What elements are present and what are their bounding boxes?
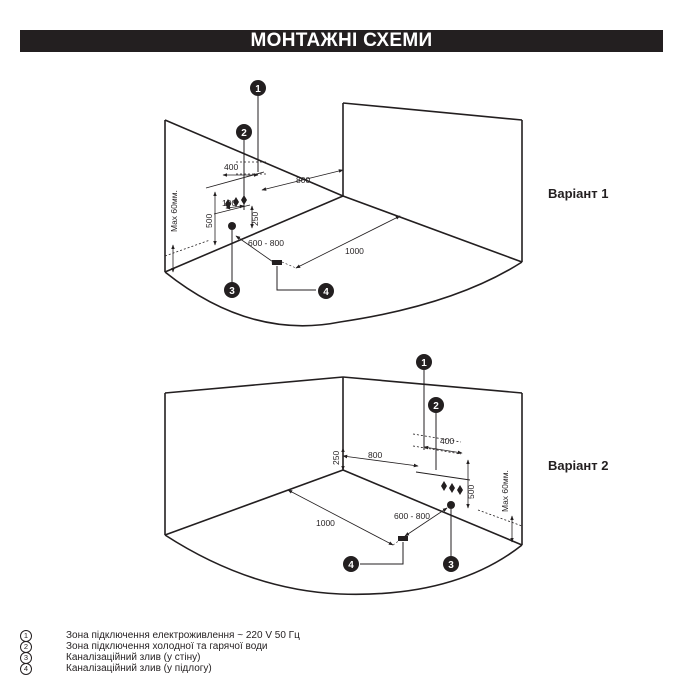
legend-item: 2 Зона підключення холодної та гарячої в… <box>20 640 300 653</box>
legend-text: Зона підключення холодної та гарячої вод… <box>66 641 268 652</box>
variant-1-walls <box>164 102 523 327</box>
v2-marker-3: 3 <box>443 556 459 572</box>
variant-2-diagram <box>164 370 523 596</box>
v2-dim-250: 250 <box>331 451 341 465</box>
svg-text:4: 4 <box>323 287 329 298</box>
legend-mark: 3 <box>20 651 32 664</box>
v1-dim-400: 400 <box>224 162 238 172</box>
page-title: МОНТАЖНІ СХЕМИ <box>250 30 433 51</box>
v1-dim-1000: 1000 <box>345 246 364 256</box>
v1-marker-4: 4 <box>318 283 334 299</box>
variant-2-label: Варіант 2 <box>548 458 609 473</box>
variant-1-label: Варіант 1 <box>548 186 609 201</box>
legend-mark: 1 <box>20 629 32 642</box>
svg-text:3: 3 <box>448 560 454 571</box>
svg-text:2: 2 <box>241 128 247 139</box>
legend-text: Каналізаційний злив (у стіну) <box>66 652 201 663</box>
v2-marker-1: 1 <box>416 354 432 370</box>
v1-dim-600-800: 600 - 800 <box>248 238 284 248</box>
v2-marker-2: 2 <box>428 397 444 413</box>
v1-marker-1: 1 <box>250 80 266 96</box>
v1-max-60: Max 60мм. <box>169 190 179 232</box>
v1-dim-800: 800 <box>296 175 310 185</box>
svg-text:1: 1 <box>255 84 261 95</box>
v1-marker-2: 2 <box>236 124 252 140</box>
v2-max-60: Max 60мм. <box>500 470 510 512</box>
legend-text: Зона підключення електроживлення ~ 220 V… <box>66 630 300 641</box>
v2-dim-800: 800 <box>368 450 382 460</box>
v2-marker-4: 4 <box>343 556 359 572</box>
svg-text:3: 3 <box>229 286 235 297</box>
title-banner: МОНТАЖНІ СХЕМИ <box>20 30 663 52</box>
v1-dim-100: 100 <box>222 198 236 208</box>
variant-2-walls <box>164 376 523 596</box>
legend-item: 3 Каналізаційний злив (у стіну) <box>20 651 300 664</box>
v2-dim-500: 500 <box>466 485 476 499</box>
legend: 1 Зона підключення електроживлення ~ 220… <box>20 629 300 675</box>
v2-dim-1000: 1000 <box>316 518 335 528</box>
v2-dim-600-800: 600 - 800 <box>394 511 430 521</box>
svg-text:1: 1 <box>421 358 427 369</box>
legend-text: Каналізаційний злив (у підлогу) <box>66 663 212 674</box>
v1-dim-250: 250 <box>250 212 260 226</box>
v2-dim-400: 400 <box>440 436 454 446</box>
v1-dim-500: 500 <box>204 214 214 228</box>
variant-1-diagram <box>164 96 523 327</box>
legend-mark: 4 <box>20 662 32 675</box>
legend-item: 4 Каналізаційний злив (у підлогу) <box>20 662 300 675</box>
svg-text:4: 4 <box>348 560 354 571</box>
v1-marker-3: 3 <box>224 282 240 298</box>
legend-item: 1 Зона підключення електроживлення ~ 220… <box>20 629 300 642</box>
svg-text:2: 2 <box>433 401 439 412</box>
legend-mark: 2 <box>20 640 32 653</box>
